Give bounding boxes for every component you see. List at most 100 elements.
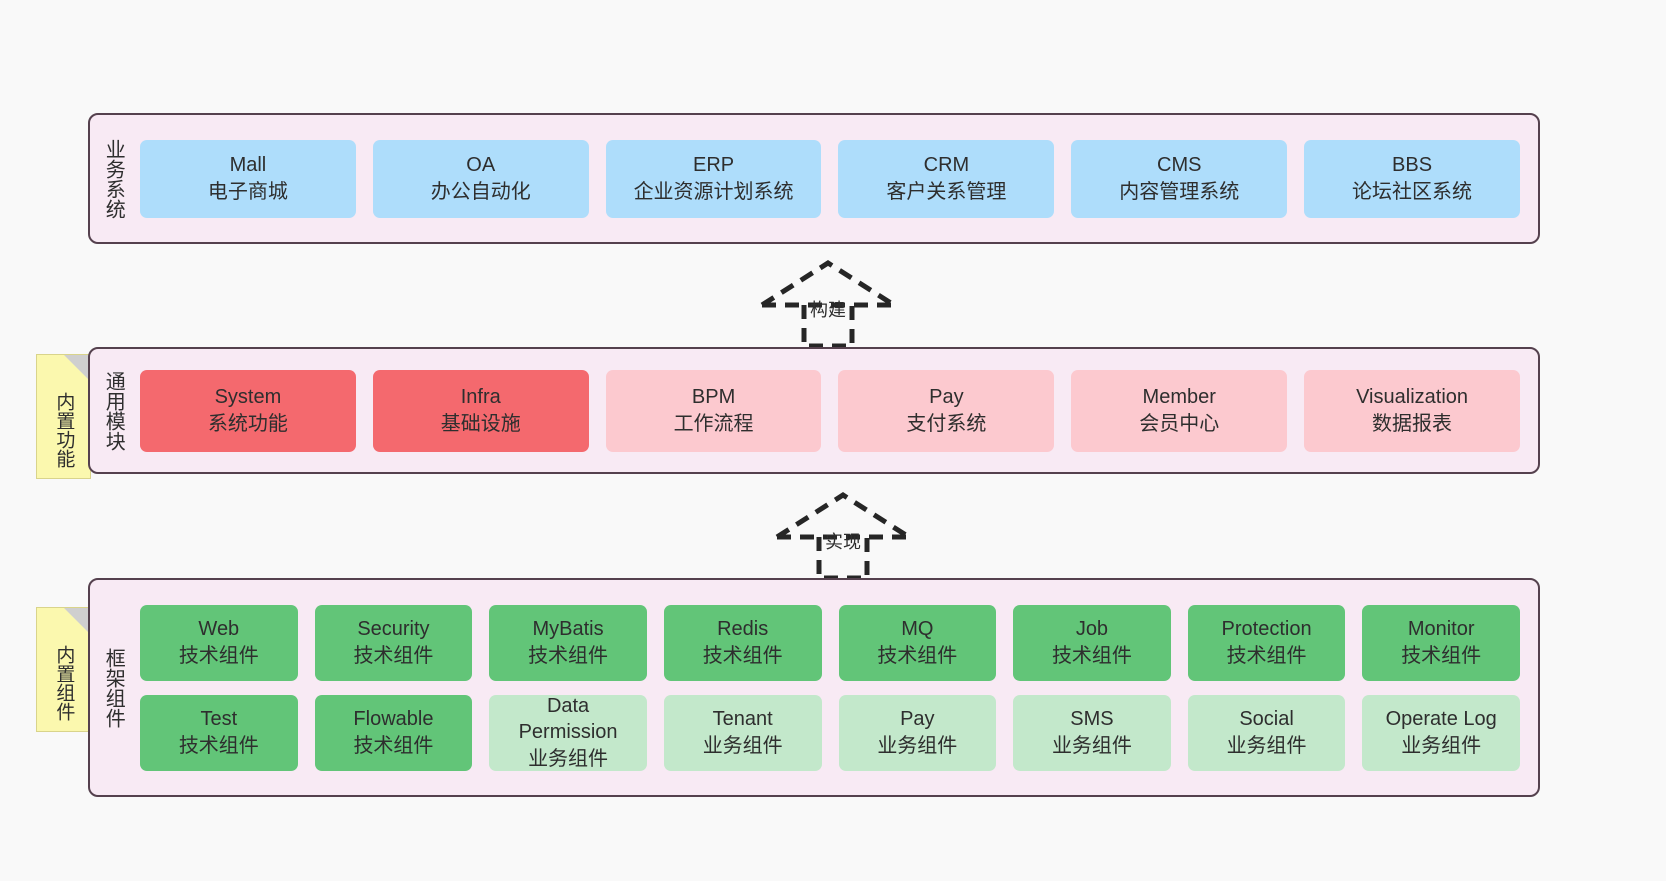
note-builtin-function-label: 内置功能 [53, 391, 75, 468]
card-title: SMS [1070, 708, 1114, 731]
card-operate-log[interactable]: Operate Log 业务组件 [1362, 694, 1520, 771]
card-subtitle: 业务组件 [1051, 734, 1132, 757]
card-title: Web [198, 618, 240, 641]
card-test[interactable]: Test 技术组件 [140, 694, 298, 771]
connector-implement: 实现 [772, 490, 914, 580]
layer-common-modules-body: System 系统功能 Infra 基础设施 BPM 工作流程 Pay 支付系统 Member 会… [136, 349, 1538, 472]
card-data-permission[interactable]: Data Permission 业务组件 [489, 694, 647, 771]
card-subtitle: 技术组件 [353, 734, 434, 757]
card-web[interactable]: Web 技术组件 [140, 604, 298, 681]
card-member[interactable]: Member 会员中心 [1071, 369, 1288, 452]
card-subtitle: 技术组件 [178, 644, 259, 667]
layer-common-modules[interactable]: 通用模块 System 系统功能 Infra 基础设施 BPM 工作流程 Pay 支付系统 Me… [88, 347, 1540, 474]
card-title: Infra [460, 386, 501, 409]
card-title: Monitor [1407, 618, 1475, 641]
card-subtitle: 技术组件 [353, 644, 434, 667]
card-subtitle: 办公自动化 [430, 180, 531, 203]
card-system[interactable]: System 系统功能 [140, 369, 356, 452]
card-title: Member [1142, 386, 1216, 409]
card-subtitle: 业务组件 [877, 734, 958, 757]
card-title: Operate Log [1385, 708, 1497, 731]
card-title: Security [357, 618, 430, 641]
card-erp[interactable]: ERP 企业资源计划系统 [605, 139, 822, 218]
card-subtitle: 电子商城 [207, 180, 288, 203]
card-subtitle: 技术组件 [1226, 644, 1307, 667]
card-title: Data Permission [518, 694, 618, 744]
connector-build: 构建 [757, 258, 899, 348]
layer-business-system-title: 业务系统 [102, 138, 125, 219]
card-bpm[interactable]: BPM 工作流程 [605, 369, 822, 452]
card-monitor[interactable]: Monitor 技术组件 [1362, 604, 1520, 681]
card-title: BPM [691, 386, 736, 409]
note-fold-icon [64, 355, 90, 381]
note-builtin-component-label: 内置组件 [53, 644, 75, 721]
card-subtitle: 系统功能 [207, 412, 288, 435]
card-security[interactable]: Security 技术组件 [314, 604, 473, 681]
card-title: Pay [900, 708, 935, 731]
card-redis[interactable]: Redis 技术组件 [663, 604, 822, 681]
card-title: OA [466, 154, 496, 177]
card-title: Pay [929, 386, 964, 409]
card-title: Redis [717, 618, 769, 641]
layer-common-modules-title: 通用模块 [102, 370, 125, 451]
connector-build-label: 构建 [810, 300, 846, 320]
card-title: Test [200, 708, 238, 731]
layer-framework-components-title: 框架组件 [102, 647, 125, 728]
card-title: Flowable [353, 708, 434, 731]
card-subtitle: 技术组件 [528, 644, 609, 667]
card-title: BBS [1392, 154, 1433, 177]
card-title: Protection [1221, 618, 1312, 641]
card-mybatis[interactable]: MyBatis 技术组件 [489, 604, 647, 681]
card-oa[interactable]: OA 办公自动化 [372, 139, 589, 218]
card-subtitle: 企业资源计划系统 [633, 180, 794, 203]
card-subtitle: 技术组件 [1401, 644, 1482, 667]
card-protection[interactable]: Protection 技术组件 [1187, 604, 1346, 681]
card-tenant[interactable]: Tenant 业务组件 [663, 694, 822, 771]
card-pay[interactable]: Pay 支付系统 [838, 369, 1055, 452]
card-title: Social [1239, 708, 1294, 731]
card-subtitle: 技术组件 [702, 644, 783, 667]
card-subtitle: 业务组件 [1401, 734, 1482, 757]
card-subtitle: 基础设施 [440, 412, 521, 435]
card-title: MyBatis [532, 618, 604, 641]
card-subtitle: 业务组件 [702, 734, 783, 757]
card-title: Mall [229, 154, 267, 177]
card-subtitle: 业务组件 [528, 747, 609, 770]
card-infra[interactable]: Infra 基础设施 [372, 369, 589, 452]
card-pay[interactable]: Pay 业务组件 [838, 694, 997, 771]
card-subtitle: 技术组件 [178, 734, 259, 757]
card-job[interactable]: Job 技术组件 [1013, 604, 1171, 681]
card-subtitle: 技术组件 [1051, 644, 1132, 667]
connector-implement-label: 实现 [825, 532, 861, 552]
card-title: Tenant [712, 708, 773, 731]
card-visualization[interactable]: Visualization 数据报表 [1304, 369, 1520, 452]
card-subtitle: 工作流程 [673, 412, 754, 435]
card-flowable[interactable]: Flowable 技术组件 [314, 694, 473, 771]
note-fold-icon [64, 608, 90, 634]
card-subtitle: 会员中心 [1139, 412, 1220, 435]
card-subtitle: 支付系统 [906, 412, 987, 435]
card-title: ERP [693, 154, 735, 177]
card-title: CRM [923, 154, 970, 177]
card-subtitle: 数据报表 [1372, 412, 1453, 435]
card-subtitle: 内容管理系统 [1119, 180, 1240, 203]
note-builtin-function: 内置功能 [36, 354, 91, 479]
connector-build-shape [760, 260, 896, 348]
card-sms[interactable]: SMS 业务组件 [1013, 694, 1171, 771]
card-title: Job [1075, 618, 1109, 641]
card-title: Visualization [1356, 386, 1469, 409]
card-mall[interactable]: Mall 电子商城 [140, 139, 356, 218]
card-title: System [214, 386, 282, 409]
